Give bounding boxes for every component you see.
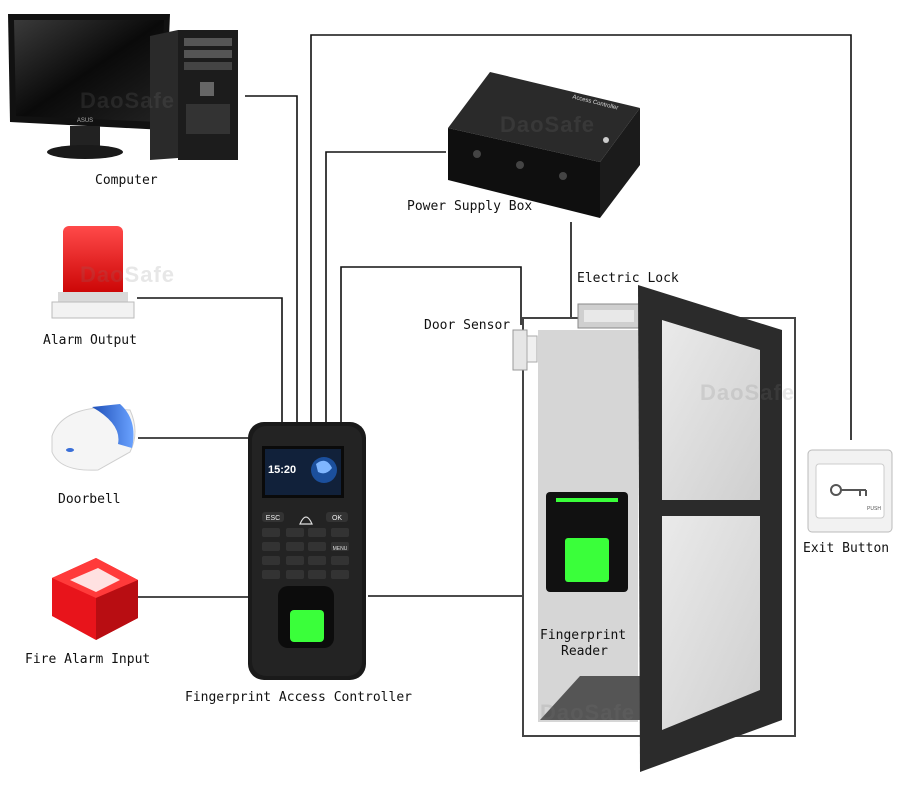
wire-alarm-output — [137, 297, 283, 425]
label-reader-line1: Fingerprint — [540, 628, 627, 643]
label-alarm-output: Alarm Output — [43, 333, 137, 348]
monitor-brand: ASUS — [77, 118, 93, 124]
doorbell-icon — [51, 404, 136, 471]
wire-computer — [245, 95, 298, 425]
wire-door-sensor — [340, 266, 522, 425]
power-supply-box-icon: Access Controller — [448, 72, 640, 218]
bell-key-icon — [299, 516, 313, 525]
watermark: DaoSafe — [80, 88, 176, 113]
watermark: DaoSafe — [80, 262, 176, 287]
watermark: DaoSafe — [700, 380, 796, 405]
label-doorbell: Doorbell — [58, 492, 121, 507]
label-exit-button: Exit Button — [803, 541, 890, 556]
watermark: DaoSafe — [540, 700, 636, 725]
electric-lock-icon — [577, 303, 641, 329]
label-reader-line2: Reader — [561, 644, 608, 659]
exit-push-text: PUSH — [867, 506, 881, 512]
door-sensor-icon — [512, 329, 538, 371]
access-controller-icon: 15:20 ESC OK MENU — [248, 422, 366, 680]
wiring — [137, 34, 852, 598]
wire-exit-button — [310, 34, 852, 440]
key-esc: ESC — [266, 515, 280, 522]
fingerprint-reader-icon — [546, 492, 628, 592]
exit-button-icon: PUSH — [807, 449, 893, 533]
label-electric-lock: Electric Lock — [577, 271, 679, 286]
label-door-sensor: Door Sensor — [424, 318, 511, 333]
label-computer: Computer — [95, 173, 158, 188]
fire-alarm-icon — [52, 558, 138, 640]
alarm-light-icon — [51, 226, 135, 319]
computer-icon: ASUS — [8, 14, 238, 160]
label-fire-alarm: Fire Alarm Input — [25, 652, 151, 667]
label-power-supply: Power Supply Box — [407, 199, 533, 214]
label-controller: Fingerprint Access Controller — [185, 690, 412, 705]
key-menu: MENU — [333, 546, 348, 552]
door-leaf-icon — [638, 285, 782, 772]
watermark: DaoSafe — [500, 112, 596, 137]
screen-clock: 15:20 — [268, 464, 296, 476]
key-ok: OK — [332, 515, 342, 522]
wire-power-supply — [325, 151, 446, 425]
